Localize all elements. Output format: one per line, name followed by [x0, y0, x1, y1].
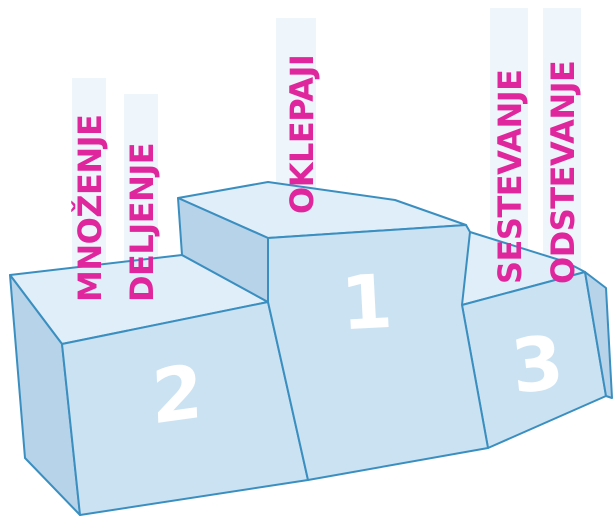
label-oklepaji: OKLEPAJI [283, 55, 321, 214]
rank-number-third: 3 [507, 320, 567, 411]
label-deljenje: DELJENJE [123, 143, 161, 302]
label-sestevanje: SESTEVANJE [491, 69, 529, 284]
rank-number-second: 2 [150, 348, 204, 441]
label-mnozenje: MNOŽENJE [71, 115, 109, 302]
rank-number-first: 1 [339, 259, 395, 348]
label-odstevanje: ODSTEVANJE [544, 61, 582, 284]
